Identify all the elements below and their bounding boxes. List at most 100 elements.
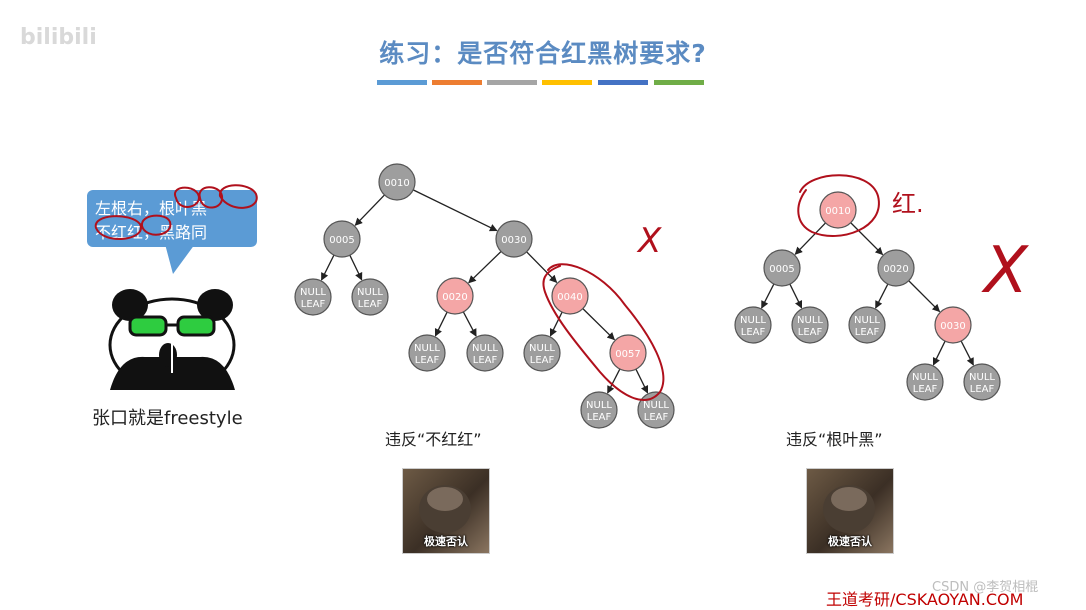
tree-edge — [549, 311, 563, 337]
black-node — [877, 249, 915, 287]
node-key-label: 0030 — [940, 321, 965, 332]
meme-caption-1: 极速否认 — [424, 535, 468, 548]
node-key-label: 0030 — [501, 235, 526, 246]
bilibili-watermark: bilibili — [20, 25, 97, 50]
ink-circle-bubble — [219, 184, 258, 209]
tree1-caption: 违反“不红红” — [385, 430, 482, 449]
csdn-watermark: CSDN @李贺相棍 — [932, 580, 1039, 595]
null-leaf-label: NULL — [854, 315, 880, 326]
meme-caption-2: 极速否认 — [828, 535, 872, 548]
red-node — [551, 277, 589, 315]
null-leaf-node — [466, 334, 504, 372]
null-leaf-label: LEAF — [415, 355, 440, 366]
color-bar-orange — [432, 80, 482, 85]
node-key-label: 0057 — [615, 349, 640, 360]
black-node — [378, 163, 416, 201]
tree-edge — [526, 251, 558, 284]
node-key-label: 0010 — [825, 206, 850, 217]
null-leaf-label: LEAF — [587, 412, 612, 423]
tree-edge — [582, 308, 616, 341]
null-leaf-label: LEAF — [798, 327, 823, 338]
color-bar-darkblue — [598, 80, 648, 85]
ink-annotation-red: 红. — [892, 190, 924, 218]
null-leaf-label: NULL — [529, 343, 555, 354]
meme-photo-1: 极速否认 — [402, 468, 490, 554]
tree-edge — [320, 254, 335, 281]
node-key-label: 0005 — [769, 264, 794, 275]
tree-edge — [850, 222, 884, 256]
ink-circle-bubble — [141, 214, 172, 236]
node-key-label: 0010 — [384, 178, 409, 189]
red-node — [436, 277, 474, 315]
ink-circle-root — [797, 174, 880, 237]
null-leaf-node — [580, 391, 618, 429]
ink-circle-bubble — [94, 215, 142, 240]
footer-brand: 王道考研/CSKAOYAN.COM — [826, 590, 1024, 609]
color-bar-green — [654, 80, 704, 85]
null-leaf-label: LEAF — [473, 355, 498, 366]
tree-edge — [875, 283, 889, 309]
red-node — [934, 306, 972, 344]
tree2-caption: 违反“根叶黑” — [786, 430, 883, 449]
null-leaf-label: NULL — [414, 343, 440, 354]
null-leaf-label: NULL — [300, 287, 326, 298]
red-node — [819, 191, 857, 229]
null-leaf-label: NULL — [797, 315, 823, 326]
ink-loop-red-red — [542, 263, 665, 401]
null-leaf-label: LEAF — [855, 327, 880, 338]
node-key-label: 0040 — [557, 292, 582, 303]
red-node — [609, 334, 647, 372]
tree-edge — [635, 368, 649, 394]
panda-caption: 张口就是freestyle — [92, 408, 243, 429]
null-leaf-label: LEAF — [301, 299, 326, 310]
null-leaf-label: LEAF — [913, 384, 938, 395]
node-key-label: 0005 — [329, 235, 354, 246]
tree-edge — [960, 340, 974, 366]
null-leaf-node — [523, 334, 561, 372]
null-leaf-label: LEAF — [741, 327, 766, 338]
tree-edge — [932, 340, 946, 366]
speech-bubble-tail — [165, 244, 195, 274]
null-leaf-node — [963, 363, 1001, 401]
null-leaf-label: NULL — [912, 372, 938, 383]
null-leaf-label: LEAF — [970, 384, 995, 395]
cat-figure-icon — [823, 485, 875, 533]
tree-edge — [354, 194, 385, 226]
null-leaf-label: LEAF — [644, 412, 669, 423]
speech-bubble: 左根右，根叶黑 不红红，黑路同 — [87, 190, 257, 247]
null-leaf-label: LEAF — [358, 299, 383, 310]
black-node — [495, 220, 533, 258]
color-bar-gray — [487, 80, 537, 85]
null-leaf-node — [637, 391, 675, 429]
tree-edge — [412, 189, 498, 232]
bubble-line-2: 不红红，黑路同 — [95, 223, 208, 242]
slide-title: 练习：是否符合红黑树要求? — [379, 39, 707, 68]
null-leaf-label: NULL — [472, 343, 498, 354]
tree-edge — [607, 368, 621, 394]
node-key-label: 0020 — [442, 292, 467, 303]
null-leaf-node — [408, 334, 446, 372]
null-leaf-label: NULL — [969, 372, 995, 383]
tree-edge — [434, 311, 448, 337]
null-leaf-label: NULL — [643, 400, 669, 411]
null-leaf-label: NULL — [357, 287, 383, 298]
black-node — [763, 249, 801, 287]
tree-edge — [794, 222, 826, 255]
meme-photo-2: 极速否认 — [806, 468, 894, 554]
cat-figure-icon — [419, 485, 471, 533]
tree-edge — [761, 283, 775, 309]
null-leaf-node — [848, 306, 886, 344]
null-leaf-label: NULL — [586, 400, 612, 411]
null-leaf-node — [791, 306, 829, 344]
tree-edge — [908, 280, 941, 313]
panda-meme-image — [108, 289, 236, 390]
null-leaf-label: LEAF — [530, 355, 555, 366]
tree-edge — [468, 251, 502, 284]
black-node — [323, 220, 361, 258]
ink-x-mark-tree2: X — [981, 234, 1029, 308]
null-leaf-node — [734, 306, 772, 344]
color-bar-yellow — [542, 80, 592, 85]
ink-circle-bubble — [198, 186, 224, 209]
null-leaf-node — [351, 278, 389, 316]
